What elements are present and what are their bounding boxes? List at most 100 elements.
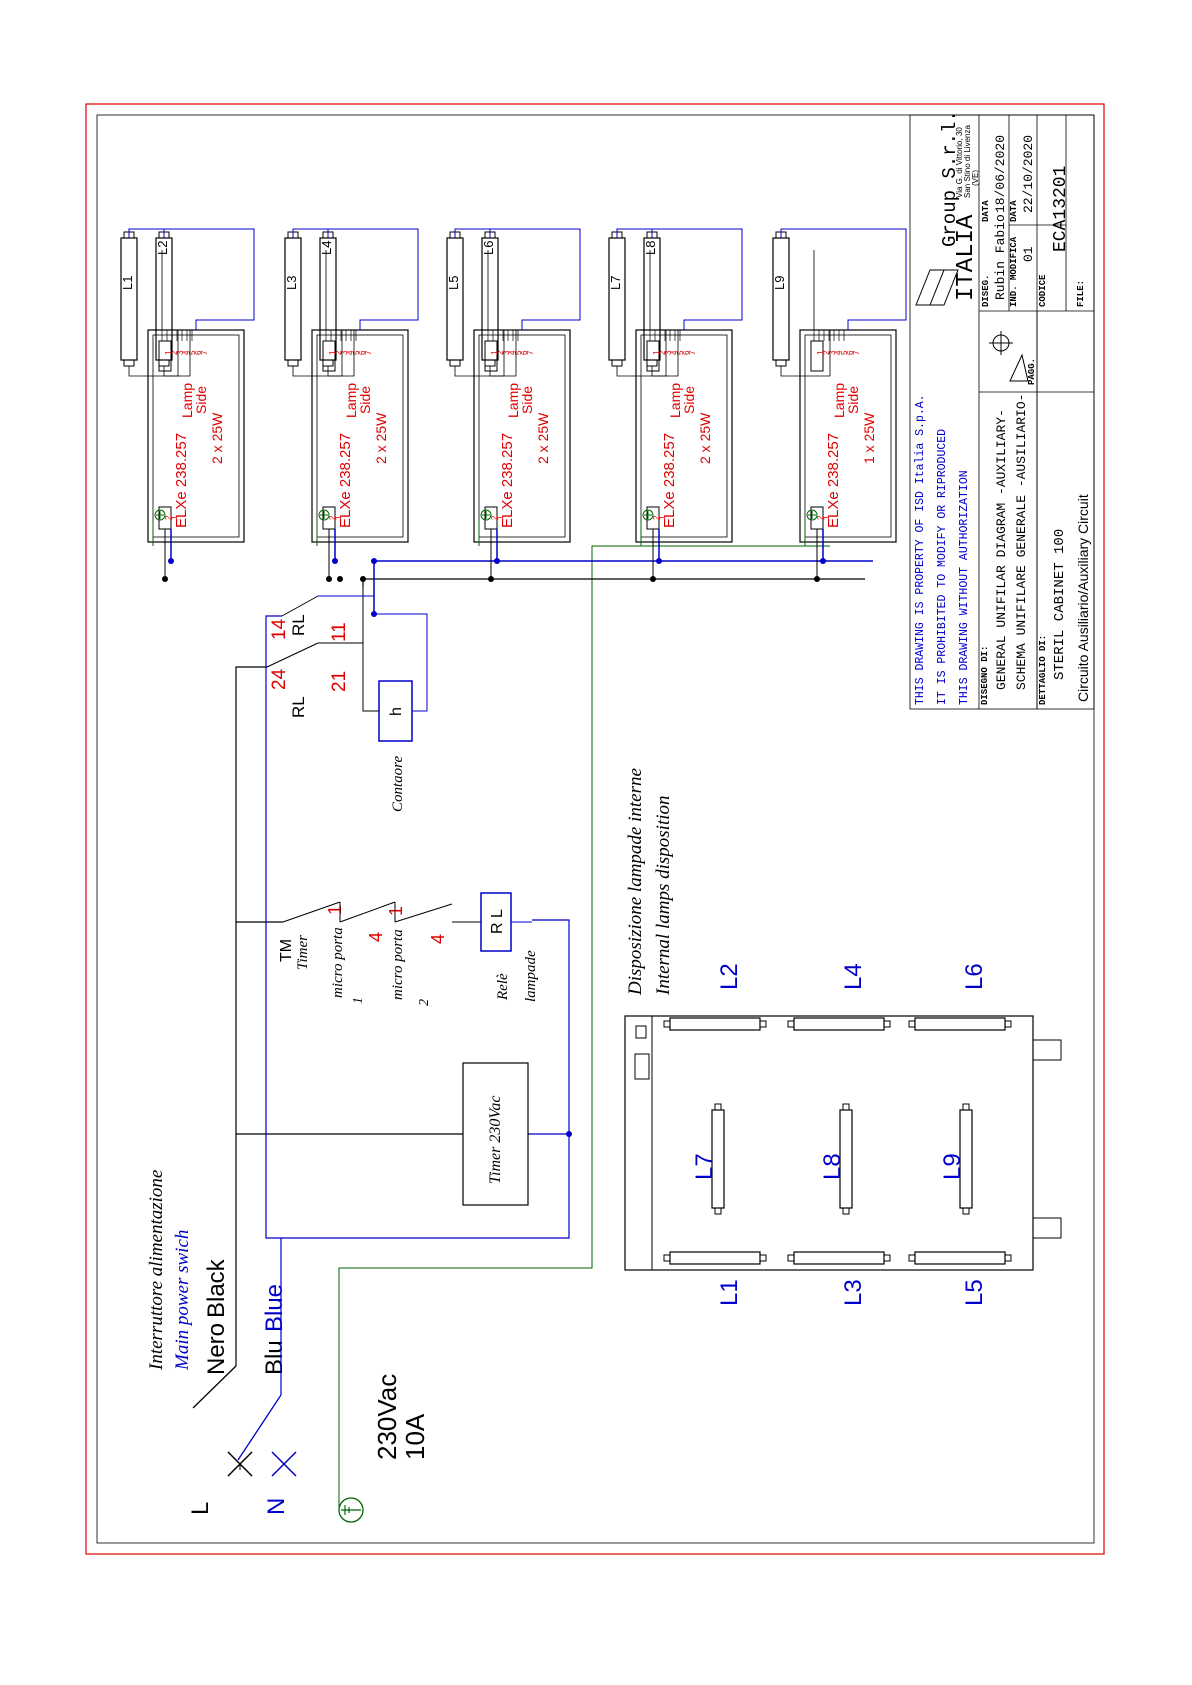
earth-icon — [806, 509, 818, 521]
svg-text:22/10/2020: 22/10/2020 — [1021, 135, 1036, 213]
main-wiring — [235, 545, 830, 1472]
controls-section: TM Timer 1 micro porta 1 4 1 micro porta… — [266, 558, 873, 1206]
svg-text:h: h — [388, 707, 405, 716]
disposition-lamp-label: L1 — [716, 1279, 743, 1306]
ballast-model: ELXe 238.257 — [173, 433, 190, 528]
pin-label: 1 — [328, 350, 337, 355]
pin-label: 2 — [490, 515, 499, 520]
svg-text:SCHEMA UNIFILARE GENERALE -AUS: SCHEMA UNIFILARE GENERALE -AUSILIARIO- — [1014, 394, 1029, 690]
lamp-label: L2 — [155, 241, 170, 255]
pin-label: 7 — [852, 350, 861, 355]
disposition-lamp-L6: L6 — [908, 963, 1012, 1031]
voltage-label: 230Vac — [372, 1374, 402, 1460]
pin-label: 5 — [188, 350, 197, 355]
pin-label: 2 — [496, 350, 505, 355]
disposition-lamp-L2: L2 — [663, 963, 767, 1031]
pin-label: 2 — [170, 350, 179, 355]
relay-label-2: lampade — [523, 950, 539, 1002]
black-label: Black — [203, 1258, 230, 1318]
lamp-L9: L9 — [772, 228, 840, 377]
pin-21: 21 — [329, 671, 350, 692]
ballast-side: Lamp — [667, 383, 683, 418]
ballast-model: ELXe 238.257 — [825, 433, 842, 528]
pin-label: 1 — [496, 515, 505, 520]
earth-icon — [154, 509, 166, 521]
lamp-label: L4 — [319, 241, 334, 255]
disposition-lamp-L5: L5 — [908, 1251, 1012, 1306]
pin-label: 6 — [846, 350, 855, 355]
pin-label: 4 — [182, 350, 191, 355]
ballast-side: Lamp — [505, 383, 521, 418]
ballast-side2: Side — [193, 386, 209, 414]
disposition-lamp-L9: L9 — [939, 1103, 973, 1215]
hour-meter-label: Contaore — [390, 756, 406, 812]
relay-label: Relè — [495, 973, 511, 1001]
pin-label: 2 — [334, 350, 343, 355]
disposition-lamp-label: L3 — [840, 1279, 867, 1306]
svg-text:STERIL CABINET 100: STERIL CABINET 100 — [1052, 529, 1068, 680]
disposition-lamp-L3: L3 — [787, 1251, 891, 1306]
inner-frame — [96, 114, 1095, 1544]
pin-label: 3 — [828, 350, 837, 355]
svg-text:ITALIA: ITALIA — [953, 214, 980, 301]
pin-label: 2 — [164, 515, 173, 520]
pin-label: 3 — [664, 350, 673, 355]
lamp-label: L3 — [284, 276, 299, 290]
ballast-power: 2 x 25W — [535, 412, 551, 464]
disposition-lamp-L4: L4 — [787, 963, 891, 1031]
title-block-text: THIS DRAWING IS PROPERTY OF ISD Italia S… — [914, 110, 1091, 705]
pin-label: 2 — [822, 350, 831, 355]
svg-text:IT IS PROHIBITED TO MODIFY OR: IT IS PROHIBITED TO MODIFY OR RIPRODUCED — [936, 429, 949, 705]
svg-text:CODICE: CODICE — [1038, 274, 1048, 307]
disposition-lamp-label: L7 — [691, 1153, 718, 1180]
pin-4b: 4 — [428, 934, 448, 944]
micro1-label: micro porta — [330, 927, 346, 998]
pin-label: 6 — [358, 350, 367, 355]
disposition-lamp-label: L4 — [840, 963, 867, 990]
pin-label: 7 — [200, 350, 209, 355]
svg-text:(VE): (VE) — [971, 170, 980, 186]
supply-section: L N Interruttore alimentazione Main powe… — [146, 1170, 430, 1523]
svg-text:DISEG.: DISEG. — [981, 275, 991, 307]
ballast-side2: Side — [845, 386, 861, 414]
pin-label: 1 — [164, 350, 173, 355]
tm-label: TM — [278, 939, 295, 962]
disposition-lamp-L1: L1 — [663, 1251, 767, 1306]
disposition-lamp-label: L6 — [961, 963, 988, 990]
ballast-model: ELXe 238.257 — [337, 433, 354, 528]
svg-text:Group S.r.l.: Group S.r.l. — [939, 110, 961, 247]
lamp-L4: L4 — [319, 228, 364, 377]
line-label: L — [187, 1502, 214, 1515]
pin-label: 7 — [688, 350, 697, 355]
earth-icon — [642, 509, 654, 521]
relay-box — [480, 892, 512, 952]
outer-frame — [85, 103, 1105, 1555]
switch-title-en: Main power swich — [172, 1230, 193, 1371]
micro1-num: 1 — [351, 997, 366, 1004]
pin-1a: 1 — [325, 905, 345, 915]
svg-text:San Stino di Livenza: San Stino di Livenza — [963, 125, 972, 198]
ballast-side2: Side — [519, 386, 535, 414]
projection-symbol-icon — [989, 331, 1029, 382]
svg-text:DETTAGLIO DI:: DETTAGLIO DI: — [1038, 635, 1048, 705]
svg-text:18/06/2020: 18/06/2020 — [993, 135, 1008, 213]
pin-label: 5 — [352, 350, 361, 355]
disposition-lamp-L8: L8 — [819, 1103, 853, 1215]
svg-text:Via G. di Vittorio, 30: Via G. di Vittorio, 30 — [955, 127, 964, 198]
lamp-label: L9 — [772, 276, 787, 290]
pin-label: 2 — [652, 515, 661, 520]
ballast-power: 2 x 25W — [373, 412, 389, 464]
svg-text:FILE:: FILE: — [1076, 280, 1086, 307]
lamp-label: L5 — [446, 276, 461, 290]
pin-label: 5 — [840, 350, 849, 355]
pin-label: 3 — [340, 350, 349, 355]
disposition-section: Disposizione lampade interne Internal la… — [624, 768, 1062, 1306]
pin-label: 7 — [364, 350, 373, 355]
earth-icon — [480, 509, 492, 521]
ballast-model: ELXe 238.257 — [661, 433, 678, 528]
lamp-L5: L5 — [446, 228, 514, 377]
